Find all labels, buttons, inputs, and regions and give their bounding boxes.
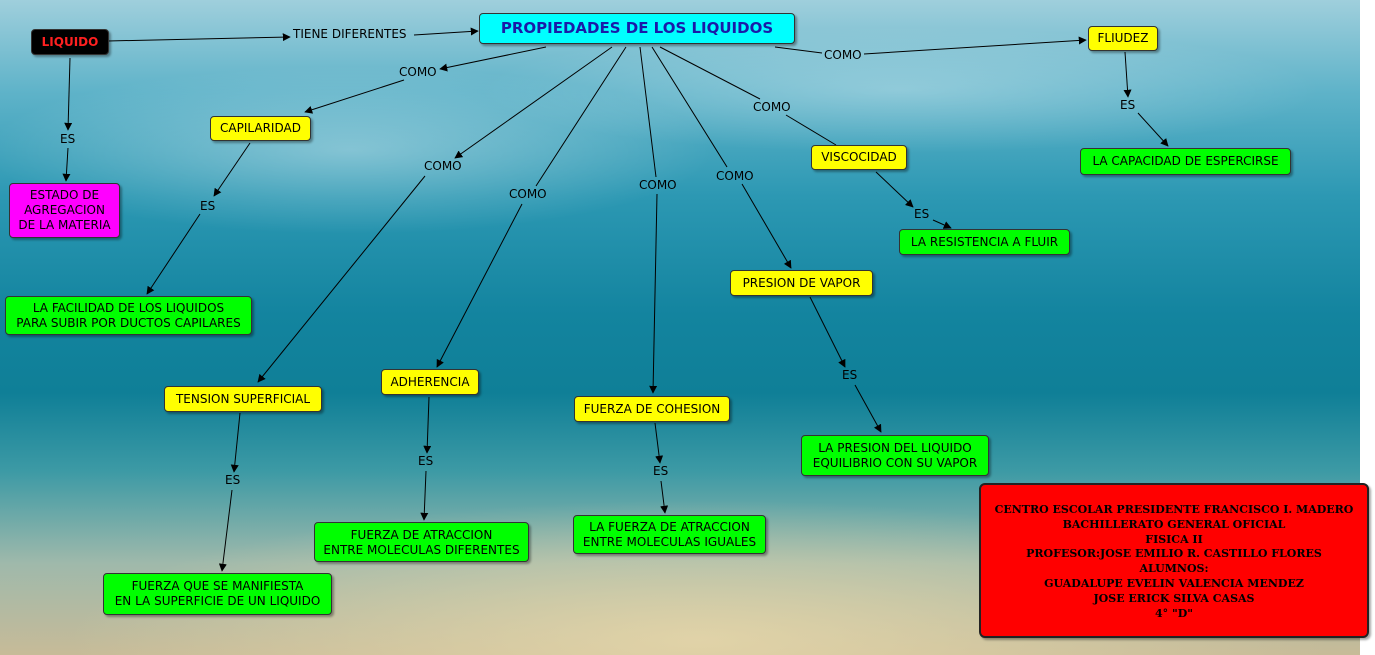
label-es-presion-liquido: ES <box>842 368 858 382</box>
link-prop-como-coh <box>639 46 657 178</box>
link-prop-como-pres <box>651 46 728 168</box>
link-es-capacidad <box>1137 112 1169 147</box>
link-liquido-tiene <box>107 33 291 42</box>
link-como-tension <box>257 175 426 383</box>
node-presion-vapor[interactable]: PRESION DE VAPOR <box>730 270 873 296</box>
link-prop-como-visc <box>659 46 761 100</box>
node-fuerza-superficie[interactable]: FUERZA QUE SE MANIFIESTA EN LA SUPERFICI… <box>103 573 332 615</box>
link-es-iguales <box>660 480 669 514</box>
link-como-adherencia <box>436 203 523 368</box>
link-prop-como-cap <box>439 46 547 72</box>
label-es-fuerza-superficie: ES <box>225 473 241 487</box>
link-visc-es <box>875 171 914 208</box>
node-capilaridad[interactable]: CAPILARIDAD <box>210 116 311 141</box>
label-como-viscocidad: COMO <box>753 100 791 114</box>
link-cap-es <box>213 142 251 197</box>
link-es-superficie <box>218 489 233 572</box>
label-como-adherencia: COMO <box>509 187 547 201</box>
label-como-capilaridad: COMO <box>399 65 437 79</box>
label-es-capacidad: ES <box>1120 98 1136 112</box>
link-adh-es <box>423 396 432 454</box>
node-viscocidad[interactable]: VISCOCIDAD <box>811 145 907 170</box>
node-capacidad-espercirse[interactable]: LA CAPACIDAD DE ESPERCIRSE <box>1080 148 1291 175</box>
link-es-resistencia <box>932 219 952 229</box>
label-es-resistencia: ES <box>914 207 930 221</box>
link-coh-es <box>654 422 664 464</box>
link-presv-es <box>809 296 846 368</box>
label-tiene-diferentes: TIENE DIFERENTES <box>293 27 407 41</box>
label-es-estado: ES <box>60 132 76 146</box>
link-como-viscocidad <box>785 114 837 146</box>
label-como-tension: COMO <box>424 159 462 173</box>
link-como-presion <box>741 183 792 269</box>
link-es-facilidad <box>146 213 201 295</box>
link-prop-como-fliudez <box>774 46 823 54</box>
label-como-presion: COMO <box>716 169 754 183</box>
credits-box[interactable]: CENTRO ESCOLAR PRESIDENTE FRANCISCO I. M… <box>979 483 1369 638</box>
node-presion-liquido[interactable]: LA PRESION DEL LIQUIDO EQUILIBRIO CON SU… <box>801 435 989 476</box>
node-atraccion-iguales[interactable]: LA FUERZA DE ATRACCION ENTRE MOLECULAS I… <box>573 515 766 554</box>
link-es-estado <box>62 147 71 182</box>
link-prop-como-tension <box>454 46 613 159</box>
node-resistencia-fluir[interactable]: LA RESISTENCIA A FLUIR <box>899 229 1070 255</box>
link-es-presl <box>854 384 882 433</box>
link-como-cohesion <box>649 193 658 394</box>
node-liquido[interactable]: LIQUIDO <box>31 29 109 55</box>
link-como-capilaridad <box>304 79 405 114</box>
link-como-fliudez <box>863 36 1087 55</box>
label-es-facilidad: ES <box>200 199 216 213</box>
link-liquido-es <box>64 57 73 131</box>
node-adherencia[interactable]: ADHERENCIA <box>381 369 479 395</box>
node-propiedades[interactable]: PROPIEDADES DE LOS LIQUIDOS <box>479 13 795 44</box>
label-como-fliudez: COMO <box>824 48 862 62</box>
link-fliudez-es <box>1123 51 1132 98</box>
label-como-cohesion: COMO <box>639 178 677 192</box>
link-es-difer <box>420 470 429 521</box>
link-prop-como-adh <box>535 46 627 187</box>
node-fuerza-cohesion[interactable]: FUERZA DE COHESION <box>574 396 730 422</box>
link-tension-es <box>230 412 241 473</box>
link-tiene-propiedades <box>413 27 479 36</box>
node-tension-superficial[interactable]: TENSION SUPERFICIAL <box>164 386 322 412</box>
node-estado-agregacion[interactable]: ESTADO DE AGREGACION DE LA MATERIA <box>9 183 120 238</box>
label-es-atraccion-iguales: ES <box>653 464 669 478</box>
node-facilidad-liquidos[interactable]: LA FACILIDAD DE LOS LIQUIDOS PARA SUBIR … <box>5 296 252 335</box>
node-fliudez[interactable]: FLIUDEZ <box>1088 26 1158 51</box>
label-es-atraccion-diferentes: ES <box>418 454 434 468</box>
node-atraccion-diferentes[interactable]: FUERZA DE ATRACCION ENTRE MOLECULAS DIFE… <box>314 522 529 562</box>
